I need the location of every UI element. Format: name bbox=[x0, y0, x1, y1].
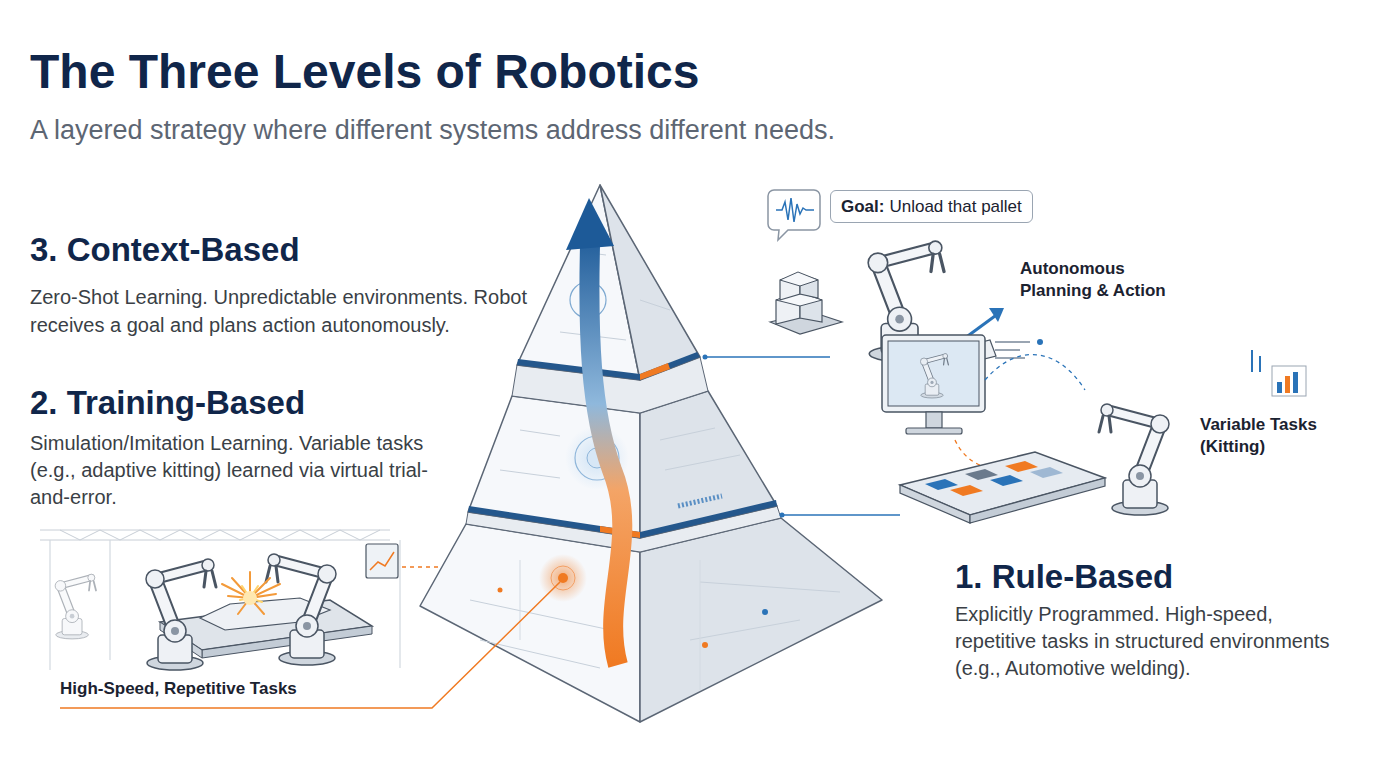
level-description: Simulation/Imitation Learning. Variable … bbox=[30, 430, 460, 511]
level-heading-slot: 3. Context-Based bbox=[30, 230, 300, 270]
title: The Three Levels of Robotics bbox=[30, 44, 699, 99]
illustration-caption-slot: Variable Tasks (Kitting) bbox=[1200, 414, 1360, 458]
level-heading-slot: 1. Rule-Based bbox=[955, 557, 1173, 597]
illustration-caption: Variable Tasks (Kitting) bbox=[1200, 414, 1360, 458]
illustration-caption-slot: Autonomous Planning & Action bbox=[1020, 258, 1198, 302]
illustration-caption: High-Speed, Repetitive Tasks bbox=[60, 679, 297, 699]
level-description-slot: Explicitly Programmed. High-speed, repet… bbox=[955, 601, 1350, 682]
subtitle-slot: A layered strategy where different syste… bbox=[30, 114, 835, 146]
pyramid bbox=[420, 185, 882, 722]
level-description-slot: Zero-Shot Learning. Unpredictable enviro… bbox=[30, 283, 535, 339]
welding-scene bbox=[40, 530, 400, 670]
level-heading: 1. Rule-Based bbox=[955, 557, 1173, 597]
level-heading-slot: 2. Training-Based bbox=[30, 383, 305, 423]
illustration-caption-slot: High-Speed, Repetitive Tasks bbox=[60, 679, 297, 699]
illustration-caption: Autonomous Planning & Action bbox=[1020, 258, 1198, 302]
level-description: Explicitly Programmed. High-speed, repet… bbox=[955, 601, 1350, 682]
level-description-slot: Simulation/Imitation Learning. Variable … bbox=[30, 430, 460, 511]
bubble-key: Goal: bbox=[841, 196, 884, 217]
speech-bubble: Goal:Unload that pallet bbox=[830, 190, 1033, 223]
level-description: Zero-Shot Learning. Unpredictable enviro… bbox=[30, 283, 535, 339]
progress-arrow bbox=[566, 198, 622, 665]
subtitle: A layered strategy where different syste… bbox=[30, 114, 835, 146]
title-slot: The Three Levels of Robotics bbox=[30, 44, 699, 99]
level-heading: 2. Training-Based bbox=[30, 383, 305, 423]
bubble-text: Unload that pallet bbox=[889, 196, 1021, 217]
level-heading: 3. Context-Based bbox=[30, 230, 300, 270]
